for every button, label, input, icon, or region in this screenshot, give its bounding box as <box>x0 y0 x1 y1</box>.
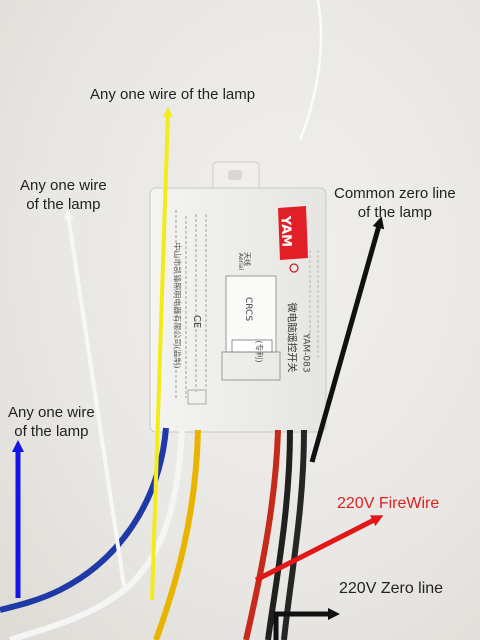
device-model: YAM-083 <box>300 333 311 373</box>
label-common-zero: Common zero line of the lamp <box>334 184 456 222</box>
manufacturer-text: 中山市凯锋照明电器有限公司(监制) <box>172 242 182 369</box>
device-brand: YAM <box>277 215 294 248</box>
antenna-label-en: Aerial <box>237 252 245 271</box>
label-common-zero-line2: of the lamp <box>357 204 432 221</box>
top-white-wire <box>298 0 323 141</box>
black-common-zero-arrow <box>309 216 385 463</box>
black-zero-line-arrow <box>273 608 340 640</box>
device-patent: (专利) <box>254 340 264 363</box>
label-blue-wire: Any one wire of the lamp <box>8 403 95 441</box>
label-blue-wire-line2: of the lamp <box>14 423 89 440</box>
label-white-wire-line2: of the lamp <box>26 196 101 213</box>
white-lamp-wire <box>9 429 185 640</box>
registered-mark <box>289 263 299 273</box>
black-zero-wire <box>265 429 293 640</box>
label-white-wire: Any one wire of the lamp <box>20 176 107 214</box>
label-yellow-wire: Any one wire of the lamp <box>90 86 256 103</box>
ce-mark: CE <box>191 314 203 329</box>
yellow-lamp-wire <box>153 429 201 640</box>
label-white-wire-line1: Any one wire <box>20 177 107 194</box>
white-annotation-arrow <box>63 209 126 587</box>
yellow-annotation-arrow <box>150 107 173 601</box>
red-firewire-arrow <box>254 515 384 583</box>
red-fire-wire <box>243 429 281 640</box>
black-common-zero-wire <box>281 429 307 640</box>
device-title: 微电脑遥控开关 <box>285 302 297 373</box>
label-blue-wire-line1: Any one wire <box>8 404 95 421</box>
module-label: CRCS <box>243 296 254 322</box>
label-firewire: 220V FireWire <box>337 495 440 512</box>
label-common-zero-line1: Common zero line <box>334 185 456 202</box>
blue-lamp-wire <box>0 427 169 613</box>
label-zero-line: 220V Zero line <box>339 580 444 597</box>
yam-logo <box>278 206 308 260</box>
